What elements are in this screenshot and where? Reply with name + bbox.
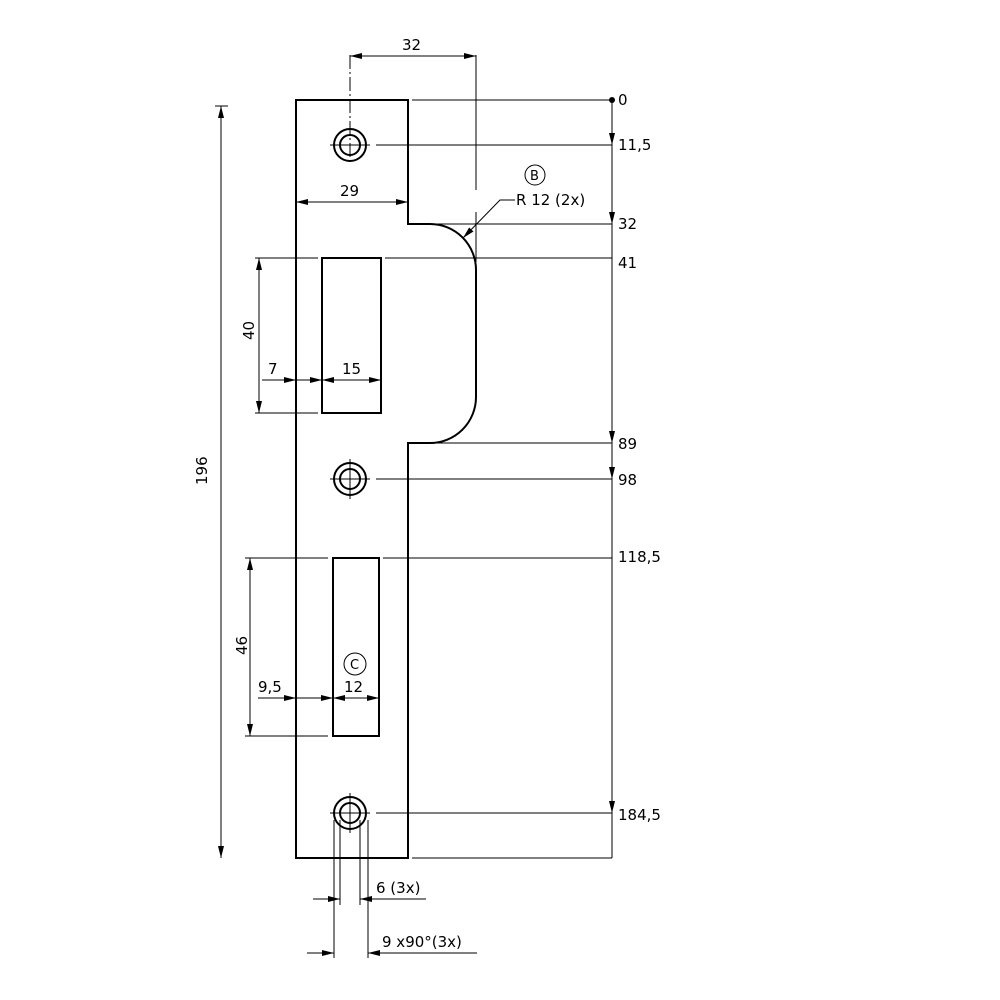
hole-bottom bbox=[330, 793, 370, 833]
ordinate-lines bbox=[376, 97, 615, 859]
ordinate-0: 0 bbox=[618, 91, 628, 109]
slot-upper bbox=[321, 257, 382, 414]
dim-slot2-width: 12 bbox=[344, 678, 363, 696]
dim-slot1-offset: 7 bbox=[268, 360, 278, 378]
dim-slot1-width: 15 bbox=[342, 360, 361, 378]
ordinate-11-5: 11,5 bbox=[618, 136, 651, 154]
ordinate-32: 32 bbox=[618, 215, 637, 233]
detail-c-label: C bbox=[350, 658, 359, 673]
dim-radius: R 12 (2x) bbox=[516, 191, 585, 209]
ordinate-184-5: 184,5 bbox=[618, 806, 661, 824]
dim-slot2-height: 46 bbox=[233, 636, 251, 655]
ordinate-89: 89 bbox=[618, 435, 637, 453]
dim-line-total-height bbox=[215, 105, 228, 858]
dim-hole-diameter: 6 (3x) bbox=[376, 879, 420, 897]
dim-total-height: 196 bbox=[193, 456, 211, 485]
ordinate-98: 98 bbox=[618, 471, 637, 489]
dim-top-width: 32 bbox=[402, 36, 421, 54]
detail-c-circle bbox=[343, 652, 367, 676]
radius-leader bbox=[462, 199, 515, 239]
dim-slot1-height: 40 bbox=[240, 321, 258, 340]
slot-lower bbox=[332, 557, 380, 737]
dim-plate-width: 29 bbox=[340, 182, 359, 200]
detail-b-circle bbox=[524, 164, 546, 186]
dim-lines-hole bbox=[307, 820, 477, 958]
dim-countersink: 9 x90°(3x) bbox=[382, 933, 462, 951]
hole-middle bbox=[330, 459, 370, 499]
dim-slot2-offset: 9,5 bbox=[258, 678, 282, 696]
dim-lines-slot1 bbox=[255, 257, 381, 414]
dim-lines-slot2 bbox=[245, 557, 379, 737]
plate-outline bbox=[295, 99, 477, 859]
detail-b-label: B bbox=[530, 169, 539, 184]
ordinate-41: 41 bbox=[618, 254, 637, 272]
ordinate-118-5: 118,5 bbox=[618, 548, 661, 566]
